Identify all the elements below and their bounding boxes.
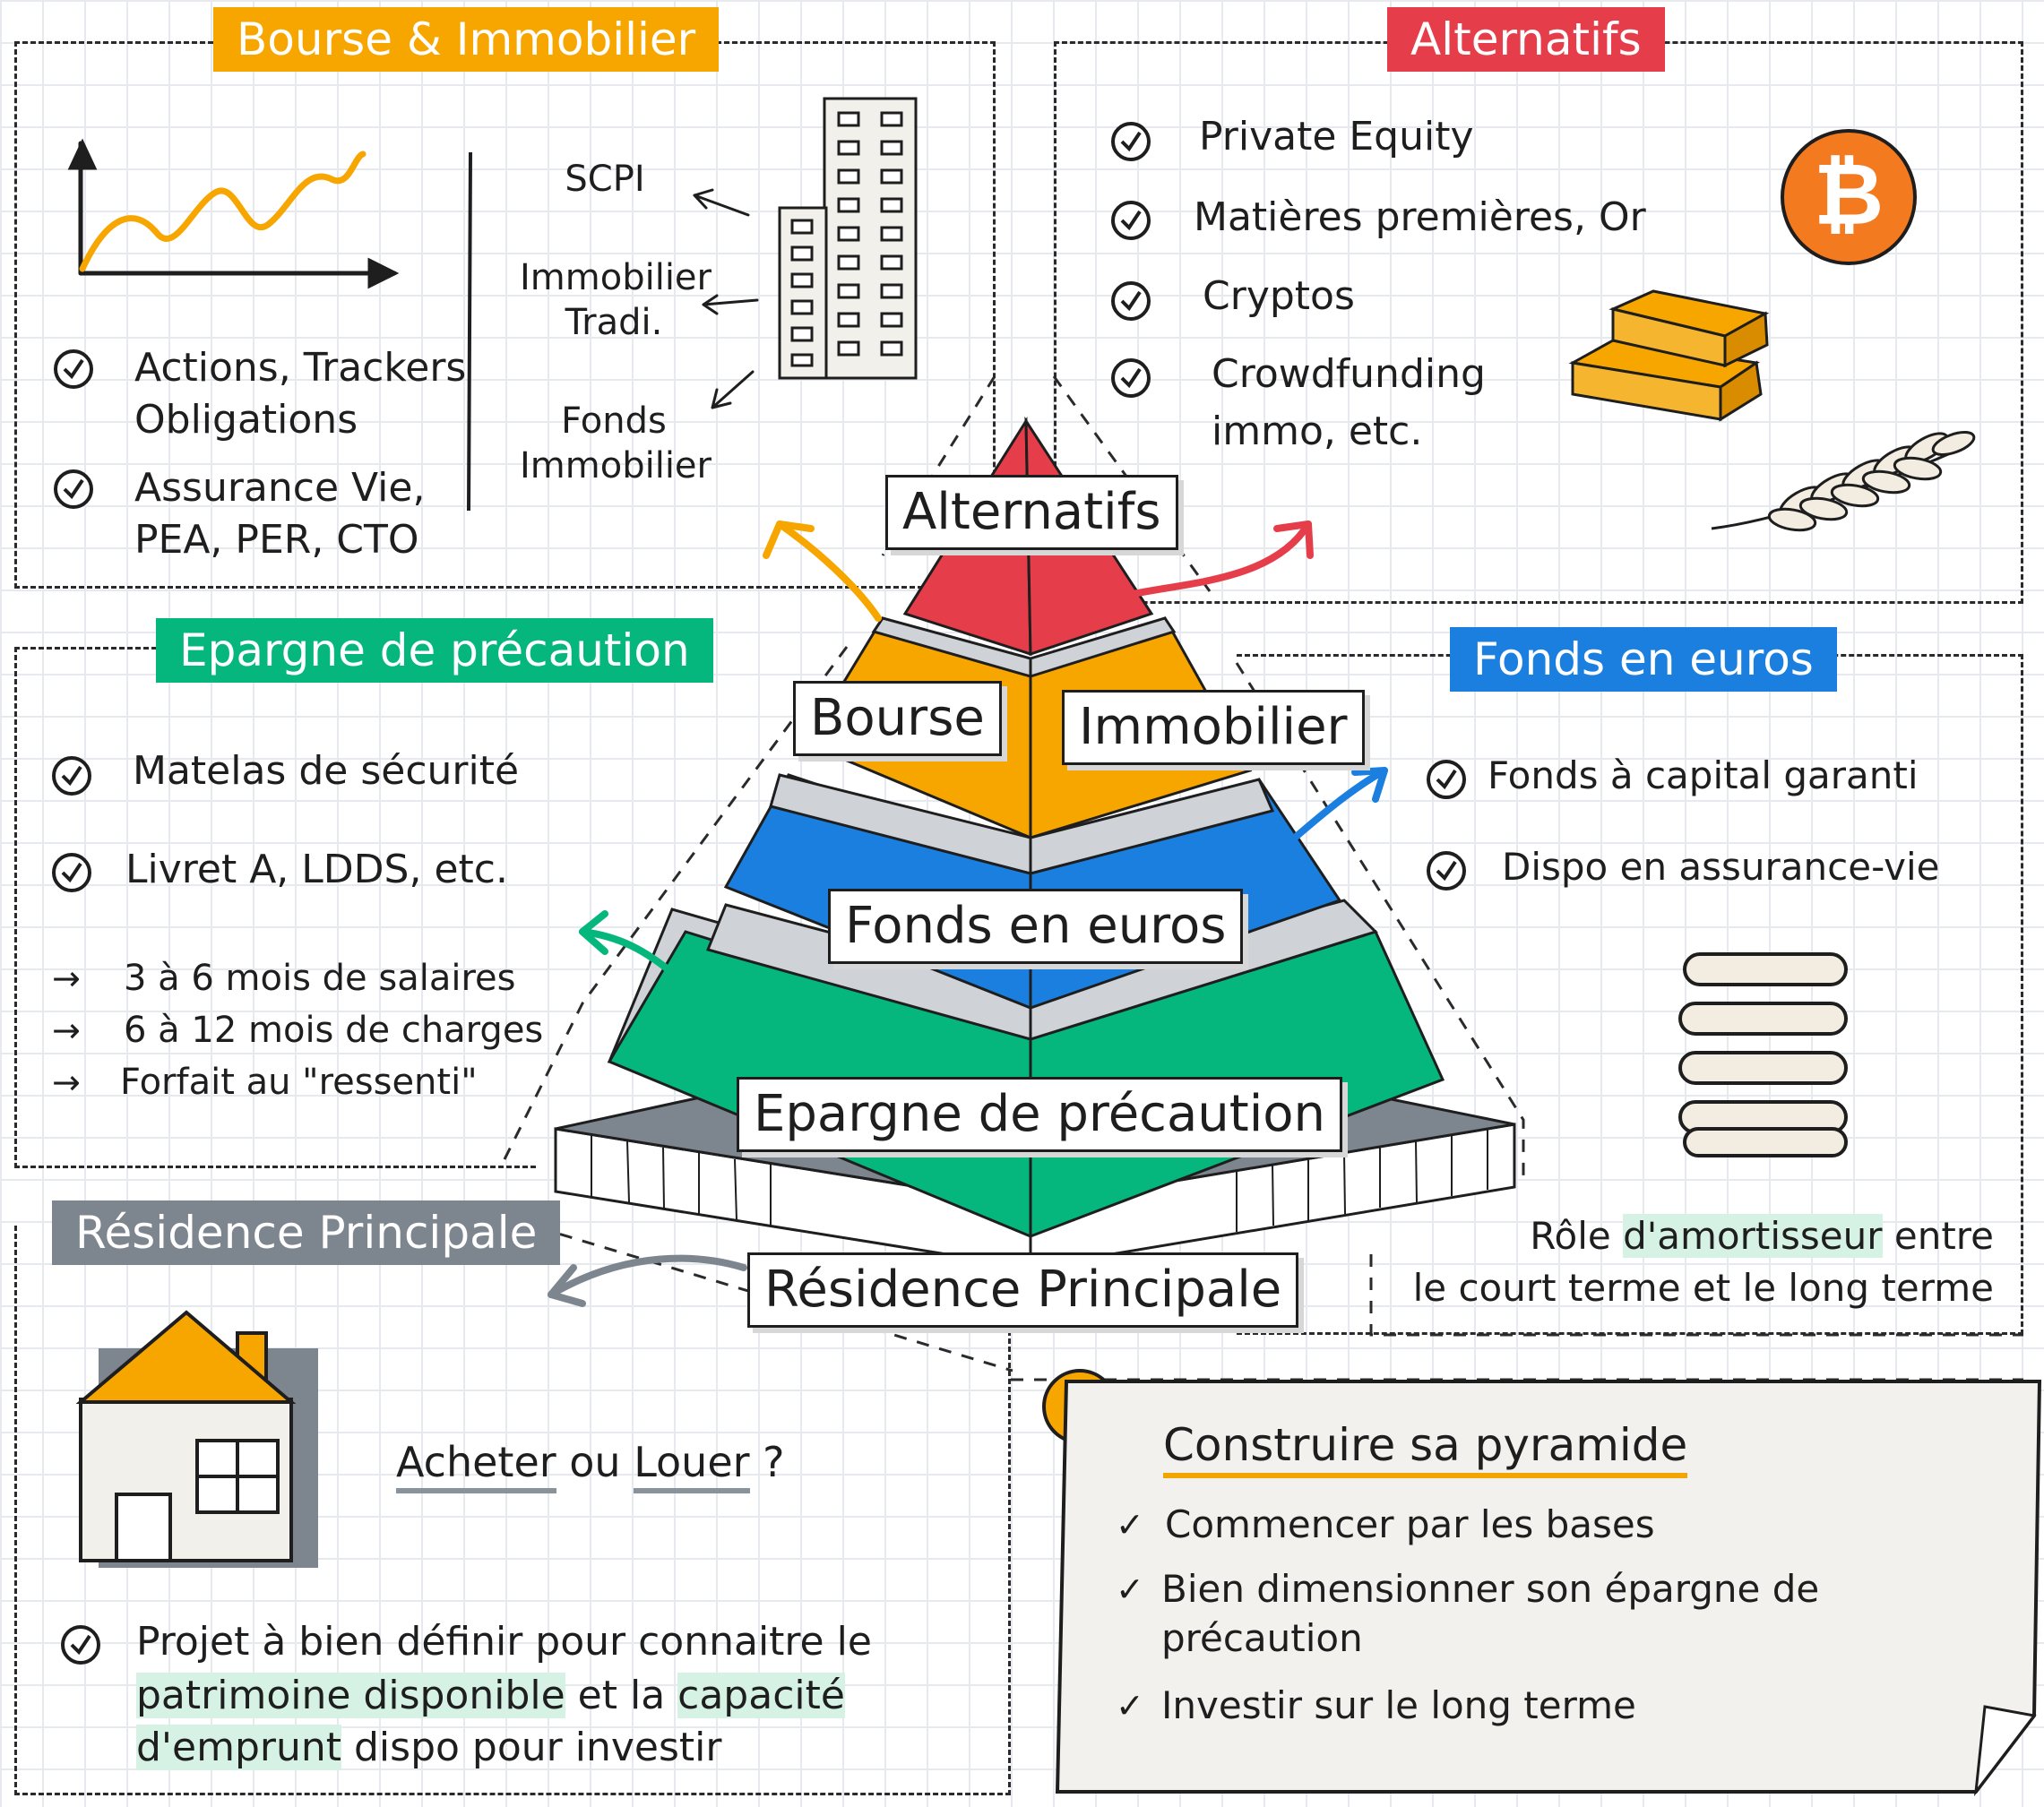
- check-icon: [1111, 358, 1151, 398]
- epargne-item-matelas: Matelas de sécurité: [133, 748, 520, 794]
- svg-text:₿: ₿: [1814, 144, 1884, 245]
- projet-line2: patrimoine disponible et la capacité: [136, 1670, 845, 1722]
- fonds-role-line2: le court terme et le long terme: [1412, 1266, 1994, 1310]
- note-item-dimensionner: Bien dimensionner son épargne de précaut…: [1161, 1567, 1820, 1661]
- pyramid-label-alternatifs: Alternatifs: [885, 475, 1178, 550]
- immo-label-scpi: SCPI: [565, 159, 645, 200]
- alt-item-matieres: Matières premières, Or: [1194, 194, 1646, 240]
- gold-bars-icon: [1568, 289, 1770, 422]
- immo-label-tradi: Immobilier Tradi.: [520, 257, 712, 343]
- pyramid-label-fonds: Fonds en euros: [828, 889, 1244, 964]
- checkmark-icon: ✓: [1116, 1570, 1144, 1609]
- pyramid-label-immobilier: Immobilier: [1062, 690, 1365, 765]
- projet-hl-capacite: capacité: [677, 1673, 845, 1718]
- role-suffix: entre: [1882, 1214, 1994, 1258]
- pyramid-label-residence: Résidence Principale: [747, 1252, 1299, 1328]
- alt-item-crowdfunding: Crowdfunding immo, etc.: [1212, 351, 1486, 454]
- growth-chart-icon: [67, 138, 400, 289]
- fonds-item-dispo: Dispo en assurance-vie: [1502, 845, 1940, 889]
- check-icon: [1111, 122, 1151, 161]
- checkmark-icon: ✓: [1116, 1686, 1144, 1725]
- summary-note-sheet: [1055, 1380, 2042, 1797]
- louer-text: Louer: [634, 1438, 750, 1493]
- note-title: Construire sa pyramide: [1163, 1415, 1688, 1478]
- bourse-item-assurance: Assurance Vie, PEA, PER, CTO: [134, 465, 426, 564]
- buildings-icon: [778, 97, 918, 380]
- epargne-tag: Epargne de précaution: [156, 618, 713, 683]
- arrow-to-fonds: [1291, 767, 1388, 841]
- pyramid-label-bourse: Bourse: [793, 681, 1002, 756]
- arrow-icon: →: [52, 959, 81, 998]
- role-prefix: Rôle: [1530, 1214, 1624, 1258]
- arrow-to-alternatifs: [1121, 521, 1312, 599]
- projet-line3: d'emprunt dispo pour investir: [136, 1722, 721, 1774]
- arrow-to-bourse: [776, 521, 882, 622]
- fonds-tag: Fonds en euros: [1450, 627, 1837, 692]
- bourse-item-actions: Actions, Trackers Obligations: [134, 345, 467, 443]
- divider: [467, 151, 472, 512]
- house-icon: [75, 1310, 318, 1568]
- epargne-rule-forfait: Forfait au "ressenti": [120, 1062, 478, 1103]
- projet-line1: Projet à bien définir pour connaitre le: [136, 1619, 872, 1665]
- alt-item-cryptos: Cryptos: [1203, 273, 1355, 319]
- arrow-icon: →: [52, 1063, 81, 1102]
- check-icon: [1427, 760, 1466, 799]
- note-item-long-terme: Investir sur le long terme: [1161, 1683, 1636, 1727]
- arrow-to-residence: [548, 1254, 747, 1298]
- fonds-item-capital: Fonds à capital garanti: [1488, 753, 1919, 797]
- check-icon: [1427, 851, 1466, 891]
- wheat-icon: [1711, 431, 1976, 532]
- epargne-item-livret: Livret A, LDDS, etc.: [125, 847, 508, 892]
- spring-icon: [1678, 952, 1848, 1157]
- question-mark: ?: [749, 1438, 785, 1486]
- residence-tag: Résidence Principale: [52, 1200, 561, 1265]
- projet-hl-patrimoine: patrimoine disponible: [136, 1673, 565, 1718]
- arrow-to-epargne: [579, 928, 680, 980]
- bourse-immo-tag: Bourse & Immobilier: [213, 7, 720, 72]
- check-icon: [1111, 281, 1151, 321]
- check-icon: [52, 853, 91, 892]
- acheter-text: Acheter: [396, 1438, 556, 1493]
- ou-text: ou: [556, 1438, 634, 1486]
- fonds-role-line1: Rôle d'amortisseur entre: [1530, 1211, 1994, 1261]
- check-icon: [52, 756, 91, 796]
- residence-section: [14, 1226, 1011, 1795]
- role-highlight: d'amortisseur: [1623, 1214, 1883, 1258]
- pyramid-level-bourse-immo: [769, 616, 1275, 875]
- check-icon: [54, 349, 93, 389]
- epargne-rule-charges: 6 à 12 mois de charges: [124, 1010, 544, 1051]
- acheter-ou-louer: Acheter ou Louer ?: [396, 1435, 785, 1493]
- alt-item-private-equity: Private Equity: [1199, 114, 1474, 159]
- note-item-bases: Commencer par les bases: [1165, 1502, 1655, 1546]
- check-icon: [61, 1625, 100, 1665]
- immo-label-fonds: Fonds Immobilier: [520, 400, 712, 486]
- bitcoin-icon: ₿: [1781, 129, 1917, 265]
- epargne-rule-salaires: 3 à 6 mois de salaires: [124, 958, 516, 999]
- checkmark-icon: ✓: [1116, 1505, 1144, 1545]
- note-title-text: Construire sa pyramide: [1163, 1419, 1688, 1478]
- arrow-icon: →: [52, 1011, 81, 1050]
- projet-end: dispo pour investir: [341, 1725, 722, 1770]
- check-icon: [54, 469, 93, 509]
- projet-hl-emprunt: d'emprunt: [136, 1725, 342, 1770]
- check-icon: [1111, 201, 1151, 240]
- projet-mid: et la: [565, 1673, 678, 1718]
- pyramid-label-epargne: Epargne de précaution: [737, 1077, 1343, 1152]
- alternatifs-tag: Alternatifs: [1387, 7, 1665, 72]
